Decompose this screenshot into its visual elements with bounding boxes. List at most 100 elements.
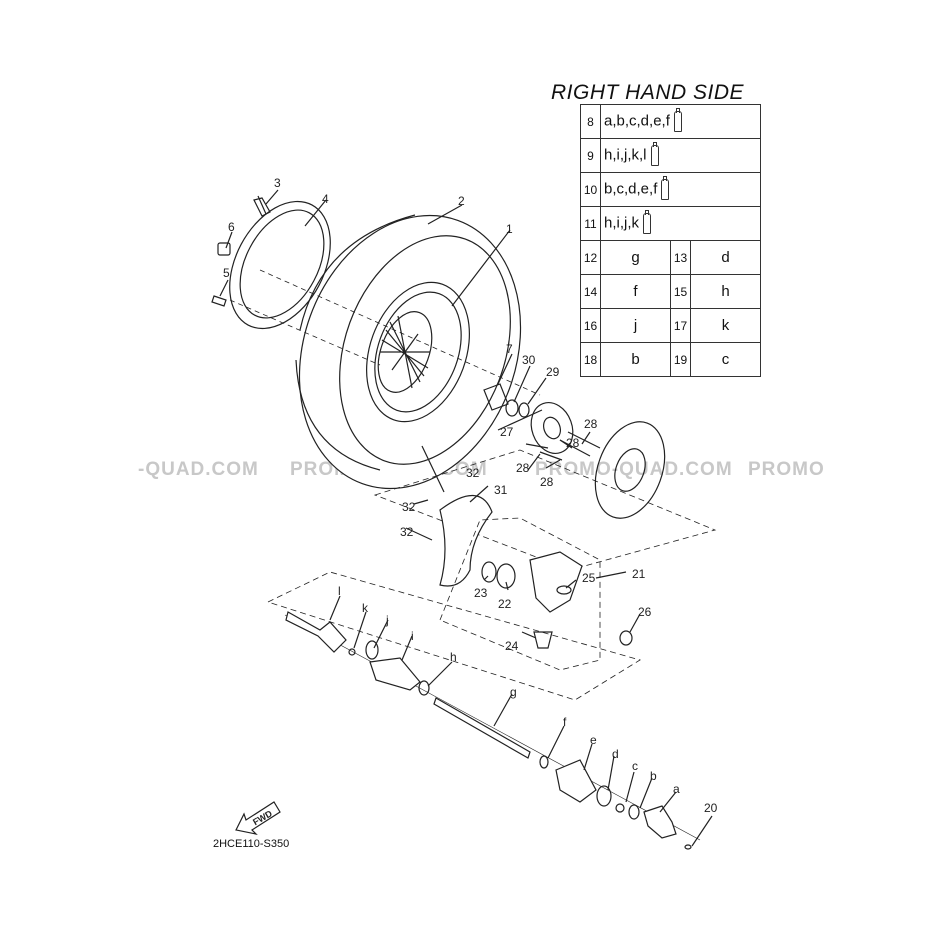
callout-b: b — [650, 769, 657, 783]
bushing — [619, 630, 633, 646]
wheel-weight — [217, 242, 231, 256]
callout-c: c — [632, 759, 638, 773]
legend-num: 12 — [580, 240, 601, 275]
legend-row: 10 b,c,d,e,f — [580, 172, 761, 207]
legend-text: h,i,j,k — [600, 206, 761, 241]
drive-shaft — [433, 697, 531, 759]
legend-row: 12 g 13 d — [580, 240, 761, 275]
dust-seal — [556, 585, 572, 595]
cv-boot-inner — [555, 759, 597, 803]
circlip — [348, 648, 356, 656]
callout-29: 29 — [546, 365, 560, 379]
legend-text: b,c,d,e,f — [600, 172, 761, 207]
boot-band — [596, 785, 612, 807]
callout-32: 32 — [400, 525, 414, 539]
boot-band — [539, 755, 549, 769]
washer — [505, 399, 519, 417]
outer-cv-joint — [285, 611, 347, 653]
callout-28: 28 — [540, 475, 554, 489]
legend-num: 16 — [580, 308, 601, 343]
diagram-code: 2HCE110-S350 — [213, 838, 290, 850]
callout-d: d — [612, 747, 619, 761]
legend-num: 19 — [670, 342, 691, 377]
circlip — [628, 804, 640, 820]
callout-28: 28 — [584, 417, 598, 431]
callout-h: h — [450, 650, 457, 664]
inner-cv-joint — [643, 805, 677, 839]
cv-boot-outer — [369, 657, 421, 691]
legend-num: 9 — [580, 138, 601, 173]
callout-7: 7 — [506, 342, 513, 356]
grease-tube-icon — [661, 176, 670, 200]
boot-band — [365, 640, 379, 660]
callout-j: j — [385, 613, 389, 627]
legend-value: c — [690, 342, 761, 377]
grease-tube-icon — [650, 142, 659, 166]
callout-f: f — [563, 715, 567, 729]
callout-28: 28 — [516, 461, 530, 475]
legend-num: 17 — [670, 308, 691, 343]
callout-26: 26 — [638, 605, 652, 619]
callout-2: 2 — [458, 194, 465, 208]
legend-row: 16 j 17 k — [580, 308, 761, 343]
brake-disc — [594, 421, 666, 519]
forward-arrow-icon: FWD — [235, 801, 281, 835]
legend-row: 18 b 19 c — [580, 342, 761, 377]
clip — [684, 844, 692, 850]
callout-6: 6 — [228, 220, 235, 234]
callout-30: 30 — [522, 353, 536, 367]
legend-row: 8 a,b,c,d,e,f — [580, 104, 761, 139]
legend-num: 15 — [670, 274, 691, 309]
callout-i: i — [411, 629, 414, 643]
legend-text: a,b,c,d,e,f — [600, 104, 761, 139]
callout-25: 25 — [582, 571, 596, 585]
legend-text: h,i,j,k,l — [600, 138, 761, 173]
callout-k: k — [362, 601, 369, 615]
callout-5: 5 — [223, 266, 230, 280]
callout-32: 32 — [402, 500, 416, 514]
callout-3: 3 — [274, 176, 281, 190]
steering-knuckle — [529, 551, 583, 613]
callout-23: 23 — [474, 586, 488, 600]
callout-4: 4 — [322, 192, 329, 206]
boot-band — [418, 680, 430, 696]
callout-e: e — [590, 733, 597, 747]
beadlock-ring — [229, 200, 331, 330]
watermark: PROMO-QUAD.COM — [535, 459, 733, 480]
grease-tube-icon — [643, 210, 652, 234]
legend-num: 14 — [580, 274, 601, 309]
legend-value: j — [600, 308, 671, 343]
callout-32: 32 — [466, 466, 480, 480]
legend-num: 11 — [580, 206, 601, 241]
legend-value: d — [690, 240, 761, 275]
watermark: -QUAD.COM — [138, 459, 259, 480]
callout-1: 1 — [506, 222, 513, 236]
grease-tube-icon — [673, 108, 682, 132]
callout-21: 21 — [632, 567, 646, 581]
legend-row: 9 h,i,j,k,l — [580, 138, 761, 173]
legend-value: b — [600, 342, 671, 377]
callout-22: 22 — [498, 597, 512, 611]
valve-stem — [253, 195, 271, 217]
watermark: PROMO — [748, 459, 825, 480]
washer — [518, 402, 530, 418]
callout-28: 28 — [566, 436, 580, 450]
circlip — [615, 803, 625, 813]
ball-joint — [533, 631, 553, 649]
legend-value: k — [690, 308, 761, 343]
legend-num: 10 — [580, 172, 601, 207]
bolt — [211, 295, 227, 307]
legend-num: 8 — [580, 104, 601, 139]
callout-a: a — [673, 782, 680, 796]
callout-20: 20 — [704, 801, 718, 815]
legend-value: h — [690, 274, 761, 309]
bearing — [496, 563, 516, 589]
wheel-rim — [366, 281, 470, 423]
callout-24: 24 — [505, 639, 519, 653]
legend-num: 18 — [580, 342, 601, 377]
callout-31: 31 — [494, 483, 508, 497]
callout-g: g — [510, 685, 517, 699]
legend-value: g — [600, 240, 671, 275]
legend-row: 14 f 15 h — [580, 274, 761, 309]
